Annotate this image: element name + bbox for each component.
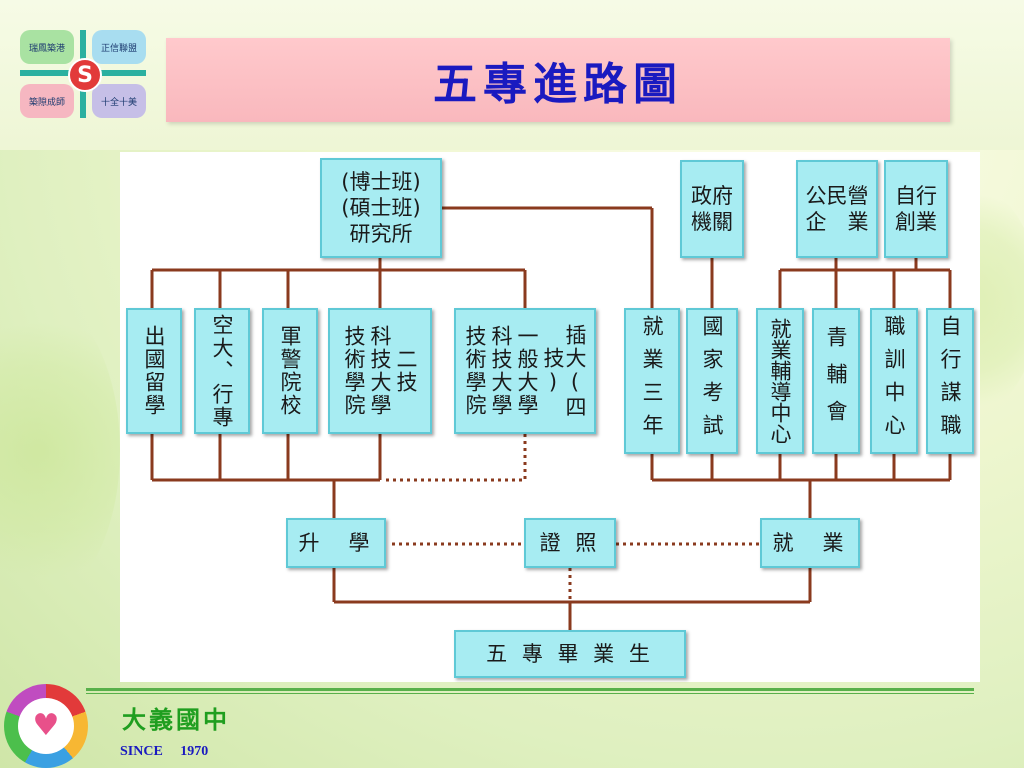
box-line: (碩士班): [341, 196, 421, 220]
box-col: 科技大學: [368, 325, 392, 417]
school-emblem: ♥: [4, 684, 88, 768]
box-col: 科技大學: [489, 325, 513, 417]
research-institute-box: (博士班) (碩士班) 研究所: [320, 158, 442, 258]
heart-icon: ♥: [32, 708, 60, 743]
emblem-center: ♥: [18, 698, 74, 754]
footer-rule: [86, 693, 974, 694]
open-university-box: 空大、行專: [194, 308, 250, 434]
study-abroad-box: 出國留學: [126, 308, 182, 434]
self-startup-box: 自行 創業: [884, 160, 948, 258]
logo-s-mark: S: [68, 58, 102, 92]
logo-quadrant: 十全十美: [92, 84, 146, 118]
background-leaf: [0, 300, 120, 600]
graduate-box: 五 專 畢 業 生: [454, 630, 686, 678]
box-col: 技術學院: [463, 325, 487, 417]
transfer-university-box: 插大(四技) 一般大學 科技大學 技術學院: [454, 308, 596, 434]
box-col: 二技: [394, 348, 418, 394]
logo-quadrant: 築隙成師: [20, 84, 74, 118]
further-study-box: 升 學: [286, 518, 386, 568]
certificate-box: 證 照: [524, 518, 616, 568]
national-exam-box: 國家考試: [686, 308, 738, 454]
logo-quadrant: 正信聯盟: [92, 30, 146, 64]
box-line: 公民營: [805, 184, 869, 208]
box-line: 創業: [895, 210, 937, 234]
military-police-box: 軍警院校: [262, 308, 318, 434]
box-col: 技術學院: [342, 325, 366, 417]
title-banner: 五專進路圖: [166, 38, 950, 122]
vocational-training-box: 職訓中心: [870, 308, 918, 454]
youth-council-box: 青輔會: [812, 308, 860, 454]
work-three-years-box: 就業三年: [624, 308, 680, 454]
box-line: 研究所: [349, 222, 413, 246]
box-line: 自行: [895, 184, 937, 208]
footer-rule: [86, 688, 974, 691]
box-col: 一般大學: [515, 325, 539, 417]
self-job-search-box: 自行謀職: [926, 308, 974, 454]
box-col: 插大(四技): [541, 323, 587, 419]
diagram-panel: (博士班) (碩士班) 研究所 政府機關 公民營 企 業 自行 創業 出國留學 …: [120, 152, 980, 682]
government-box: 政府機關: [680, 160, 744, 258]
page-title: 五專進路圖: [433, 59, 683, 110]
box-label: 政府機關: [691, 184, 733, 234]
school-name: 大義國中: [122, 705, 230, 734]
connector-lines: [150, 206, 952, 630]
employment-box: 就 業: [760, 518, 860, 568]
enterprise-box: 公民營 企 業: [796, 160, 878, 258]
logo-quadrant: 瑞鳳築港: [20, 30, 74, 64]
box-line: 企 業: [805, 210, 869, 234]
employment-center-box: 就業輔導中心: [756, 308, 804, 454]
box-line: (博士班): [341, 170, 421, 194]
two-year-tech-box: 二技 科技大學 技術學院: [328, 308, 432, 434]
brand-logo: 瑞鳳築港 正信聯盟 築隙成師 十全十美 S: [20, 30, 146, 118]
founded-year: SINCE 1970: [120, 744, 209, 759]
